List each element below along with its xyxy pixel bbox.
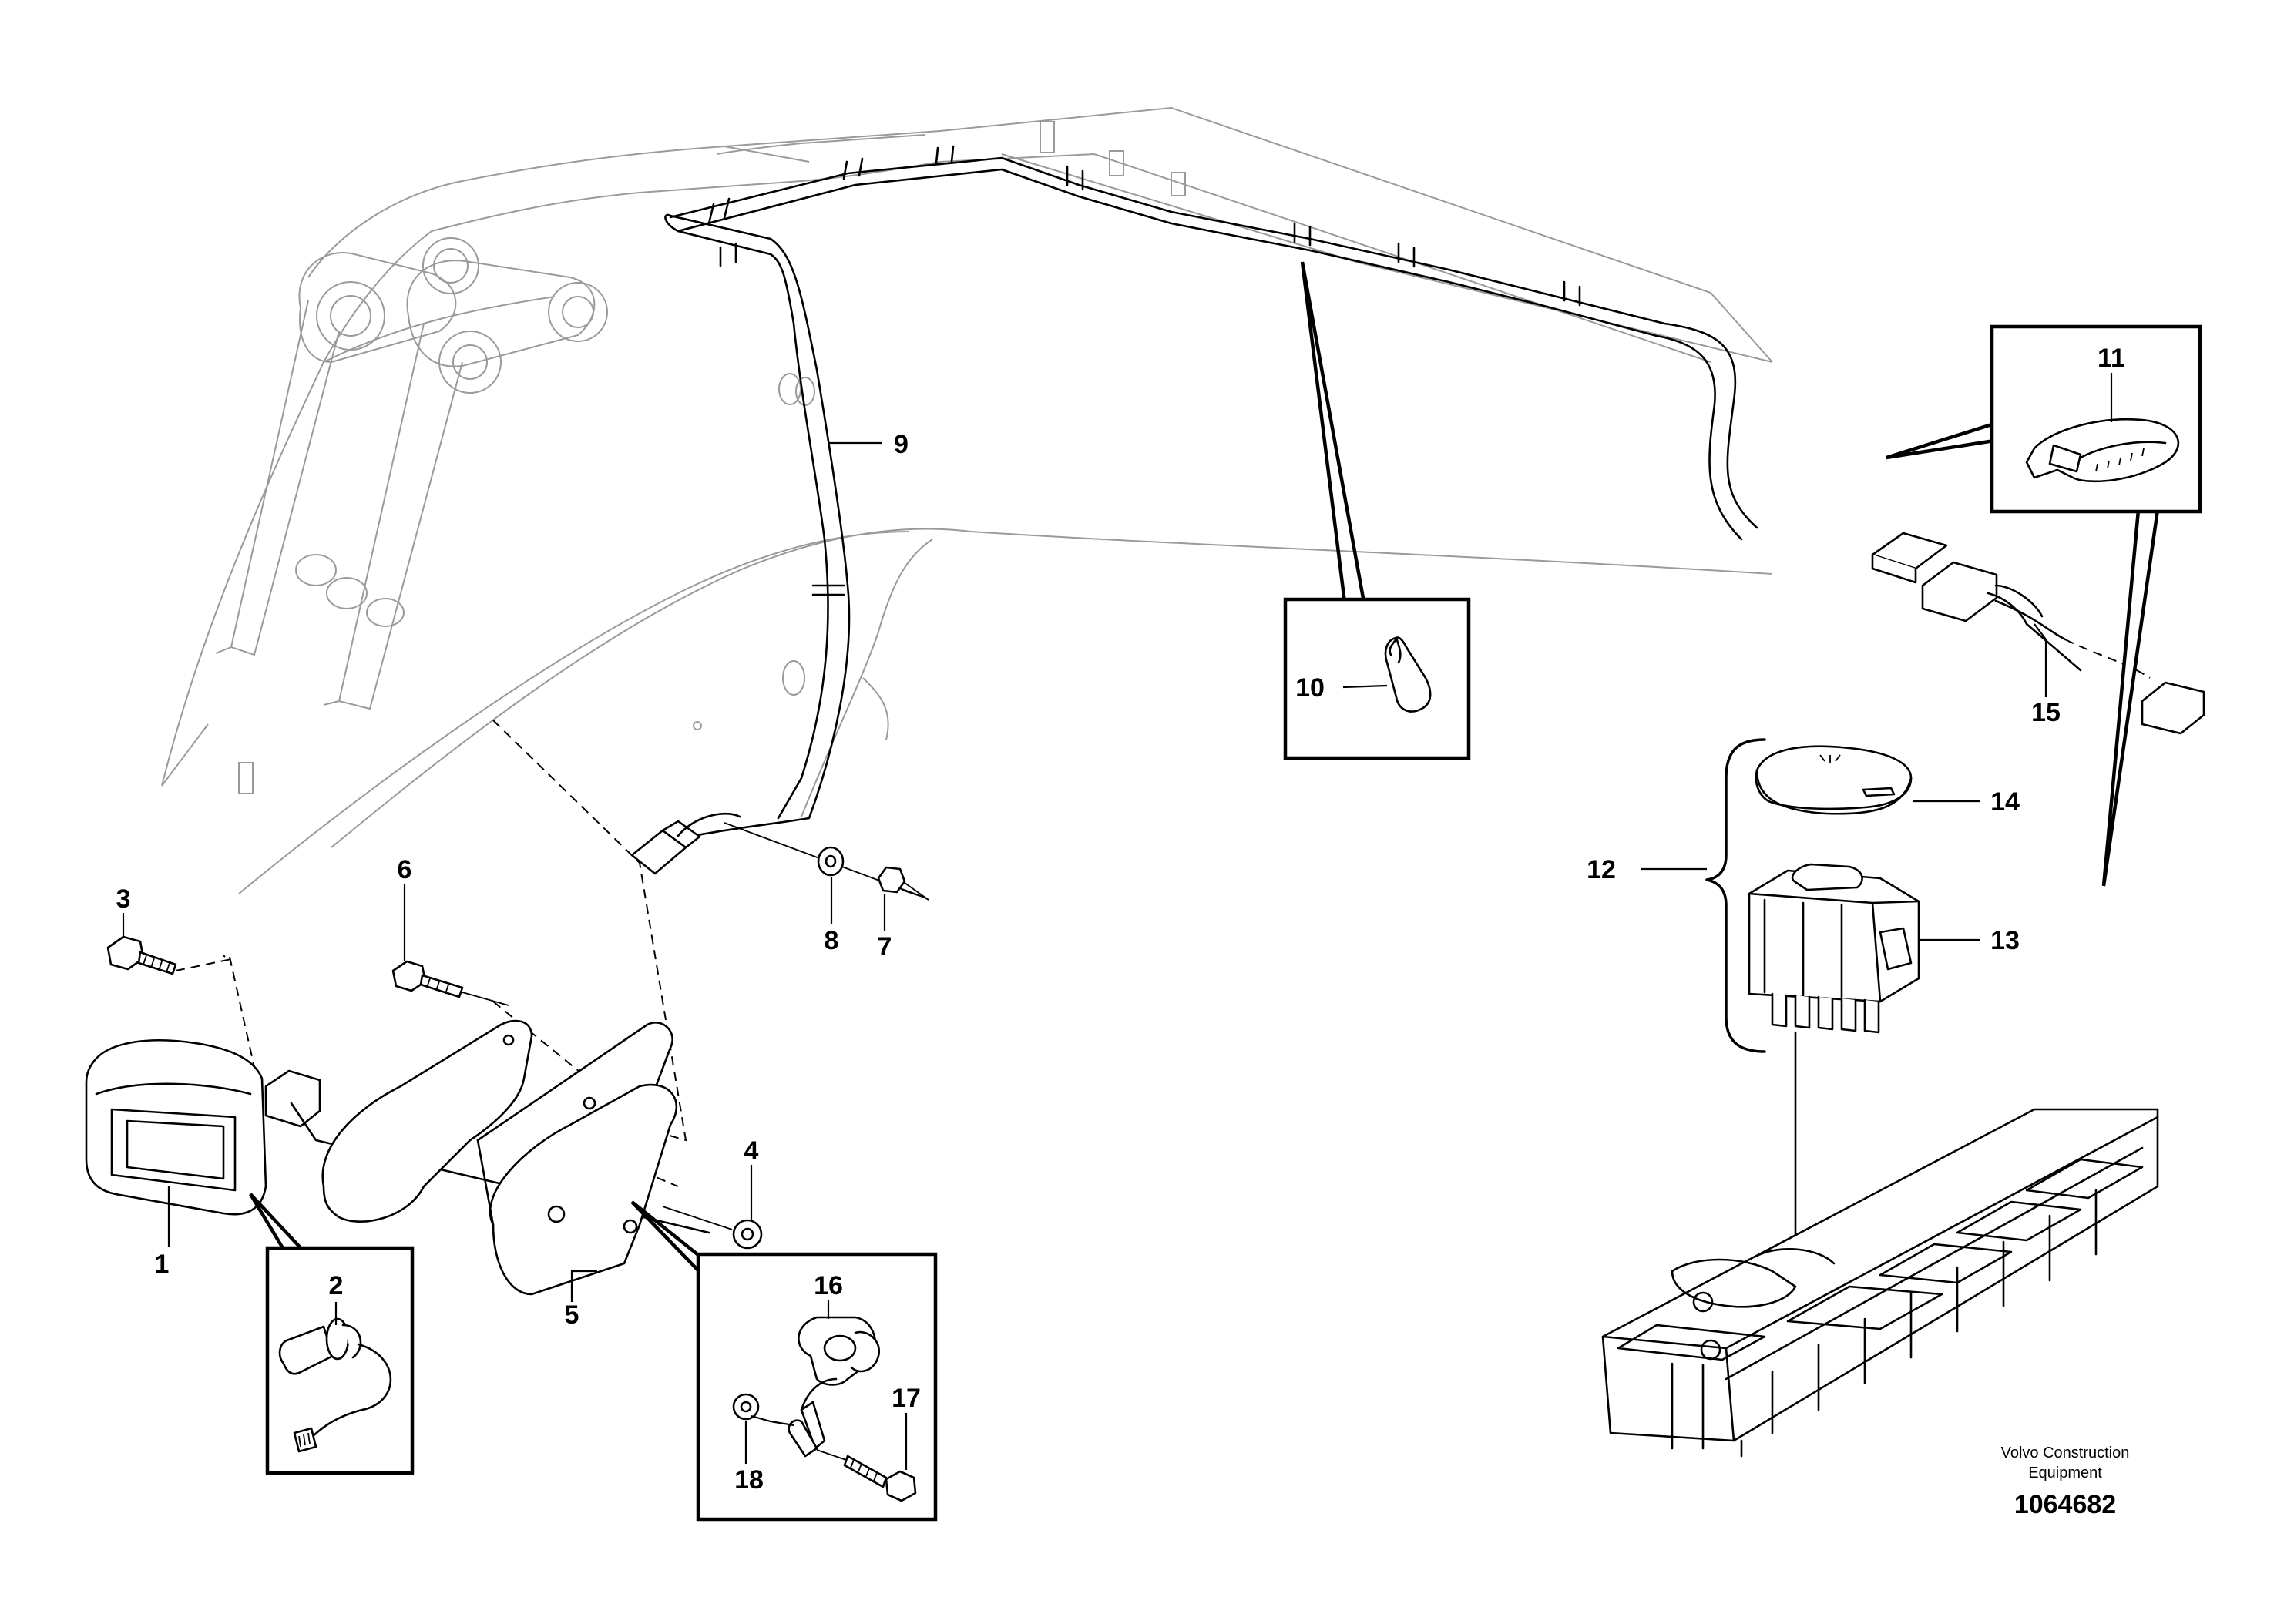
label-18: 18 [734,1465,764,1495]
label-11: 11 [2098,344,2125,373]
mounting-hardware-upper [724,822,929,901]
label-12: 12 [1587,855,1616,884]
label-14: 14 [1990,787,2020,817]
washer-8-part [817,846,845,877]
label-8: 8 [825,926,839,955]
label-1: 1 [155,1250,170,1279]
brand-line-2: Equipment [2028,1465,2102,1481]
cable-harness [630,145,2205,875]
label-6: 6 [398,855,412,884]
label-9: 9 [894,430,909,459]
work-lamp-assembly [85,720,763,1296]
label-15: 15 [2031,698,2061,727]
callout-box-11 [1886,324,2202,887]
nut-7-part [877,866,906,894]
label-16: 16 [814,1271,843,1300]
label-7: 7 [878,932,892,961]
label-5: 5 [565,1300,579,1330]
leader-lines [122,441,2047,1302]
label-10: 10 [1295,673,1325,703]
part-number-labels: 1 2 3 4 5 6 7 8 9 10 11 12 13 14 15 16 1… [116,344,2125,1495]
footer-branding: Volvo Construction Equipment 1064682 [2001,1444,2130,1519]
label-17: 17 [892,1384,921,1413]
callout-box-10 [1283,261,1471,760]
callout-box-2 [249,1193,415,1475]
label-3: 3 [116,884,131,914]
callout-box-16-18 [630,1200,938,1522]
drawing-number: 1064682 [2014,1490,2116,1519]
brand-line-1: Volvo Construction [2001,1444,2130,1461]
label-13: 13 [1990,926,2020,955]
switch-assembly [1601,738,2159,1458]
label-4: 4 [744,1136,759,1166]
boom-outline [161,106,1773,894]
label-2: 2 [329,1271,344,1300]
